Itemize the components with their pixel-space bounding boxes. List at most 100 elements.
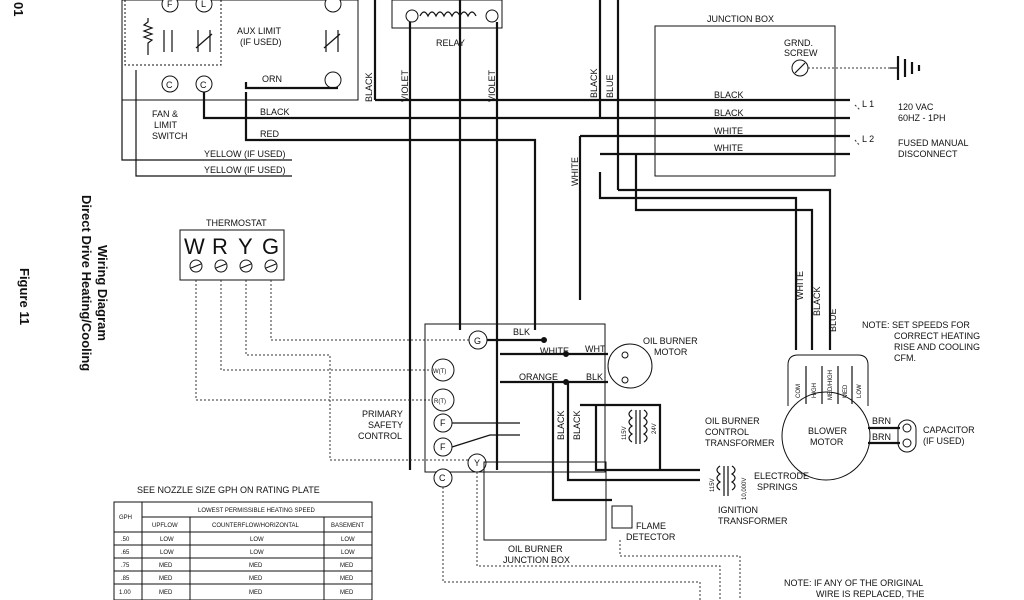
blower-med: MED bbox=[843, 384, 849, 398]
wire-black-l1-a: BLACK bbox=[714, 90, 744, 100]
table-cell: .75 bbox=[121, 563, 130, 569]
wire-white-g: WHITE bbox=[540, 346, 569, 356]
thermostat-y: Y bbox=[238, 234, 253, 259]
flame-detector: FLAME DETECTOR bbox=[611, 505, 676, 542]
blower-high: HIGH bbox=[812, 383, 818, 398]
wire-white-mid: WHITE bbox=[570, 157, 580, 186]
ign-label-2: TRANSFORMER bbox=[718, 516, 788, 526]
wire-blue-blower: BLUE bbox=[828, 308, 838, 332]
diagram-title: Wiring Diagram bbox=[95, 245, 110, 341]
jbox-label-2: JUNCTION BOX bbox=[503, 555, 570, 565]
note-wire-1: NOTE: IF ANY OF THE ORIGINAL bbox=[784, 578, 923, 588]
wire-black-left: BLACK bbox=[364, 72, 374, 102]
terminal-l bbox=[195, 0, 213, 13]
terminal-wt: W(T) bbox=[433, 369, 446, 375]
wire-orange: ORANGE bbox=[519, 372, 558, 382]
terminal-f2: F bbox=[440, 442, 446, 452]
fan-limit-label-2: LIMIT bbox=[154, 120, 178, 130]
table-cell: LOW bbox=[250, 550, 264, 556]
terminal-f1: F bbox=[440, 418, 446, 428]
terminal-f-label: F bbox=[167, 0, 173, 9]
flame-label-1: FLAME bbox=[636, 521, 666, 531]
ctl-label-2: CONTROL bbox=[705, 427, 749, 437]
nozzle-h-upflow: UPFLOW bbox=[152, 523, 178, 529]
oil-burner-jbox bbox=[483, 461, 607, 541]
terminal-c1-label: C bbox=[166, 80, 173, 90]
disconnect-label-2: DISCONNECT bbox=[898, 149, 958, 159]
wire-yellow-1: YELLOW (IF USED) bbox=[204, 149, 286, 159]
table-cell: LOW bbox=[160, 537, 174, 543]
note-speeds-3: RISE AND COOLING bbox=[894, 342, 980, 352]
ctl-label-1: OIL BURNER bbox=[705, 416, 760, 426]
blower-com: COM bbox=[796, 384, 802, 398]
table-cell: 1.00 bbox=[119, 590, 131, 596]
junction-box: JUNCTION BOX GRND. SCREW bbox=[654, 14, 921, 177]
electrode-label-2: SPRINGS bbox=[757, 482, 798, 492]
table-cell: MED bbox=[340, 576, 354, 582]
thermostat-g: G bbox=[262, 234, 279, 259]
terminal-g: G bbox=[474, 336, 481, 346]
jbox-label-1: OIL BURNER bbox=[508, 544, 563, 554]
wire-black: BLACK bbox=[260, 107, 290, 117]
figure-label: Figure 11 bbox=[17, 268, 32, 325]
note-wire-2: WIRE IS REPLACED, THE bbox=[816, 589, 924, 599]
l1-label: L 1 bbox=[862, 99, 874, 109]
electrode-label-1: ELECTRODE bbox=[754, 471, 809, 481]
burner-control-transformer: 115V 24V OIL BURNER CONTROL TRANSFORMER bbox=[622, 409, 775, 448]
capacitor-label-1: CAPACITOR bbox=[923, 425, 975, 435]
table-cell: MED bbox=[249, 563, 263, 569]
ign-115v: 115V bbox=[710, 478, 716, 492]
table-cell: MED bbox=[340, 590, 354, 596]
primary-safety-control: G W(T) R(T) F F Y C PRIMARY SAFETY CONTR… bbox=[358, 323, 700, 502]
blower-medhigh: MED/HIGH bbox=[828, 370, 834, 400]
ign-label-1: IGNITION bbox=[718, 505, 758, 515]
oil-motor-label-1: OIL BURNER bbox=[643, 336, 698, 346]
supply-label-2: 60HZ - 1PH bbox=[898, 113, 946, 123]
nozzle-caption: SEE NOZZLE SIZE GPH ON RATING PLATE bbox=[137, 485, 320, 495]
blower-label-1: BLOWER bbox=[808, 426, 848, 436]
ignition-transformer: 115V 10,000V ELECTRODE SPRINGS IGNITION … bbox=[710, 465, 809, 526]
wire-blue-mid: BLUE bbox=[605, 74, 615, 98]
ctl-24v: 24V bbox=[652, 423, 658, 434]
wire-violet-2: VIOLET bbox=[487, 69, 497, 102]
wire-blk-motor: BLK bbox=[586, 372, 603, 382]
oil-burner-motor: OIL BURNER MOTOR bbox=[607, 336, 698, 389]
ctl-label-3: TRANSFORMER bbox=[705, 438, 775, 448]
disconnect-label-1: FUSED MANUAL bbox=[898, 138, 969, 148]
wire-black-c2: BLACK bbox=[572, 410, 582, 440]
primary-label-2: SAFETY bbox=[368, 420, 403, 430]
table-row: .85 MED MED MED bbox=[121, 576, 354, 582]
nozzle-h-counter: COUNTERFLOW/HORIZONTAL bbox=[212, 523, 300, 529]
page-corner-number: 01 bbox=[11, 2, 26, 16]
nozzle-h-basement: BASEMENT bbox=[331, 523, 364, 529]
wire-wht-motor: WHT bbox=[585, 344, 606, 354]
wire-yellow-2: YELLOW (IF USED) bbox=[204, 165, 286, 175]
ctl-115v: 115V bbox=[622, 426, 628, 440]
note-speeds-4: CFM. bbox=[894, 353, 916, 363]
wire-red: RED bbox=[260, 129, 280, 139]
wire-white-l2-b: WHITE bbox=[714, 143, 743, 153]
primary-label-1: PRIMARY bbox=[362, 409, 403, 419]
wire-black-l1-b: BLACK bbox=[714, 108, 744, 118]
table-cell: MED bbox=[159, 590, 173, 596]
terminal-c2-label: C bbox=[200, 80, 207, 90]
relay-label: RELAY bbox=[436, 38, 465, 48]
diagram-subtitle: Direct Drive Heating/Cooling bbox=[79, 195, 94, 371]
table-cell: .65 bbox=[121, 550, 130, 556]
terminal-l-label: L bbox=[201, 0, 206, 9]
note-speeds-1: NOTE: SET SPEEDS FOR bbox=[862, 320, 970, 330]
nozzle-group-header: LOWEST PERMISSIBLE HEATING SPEED bbox=[198, 508, 315, 514]
wire-black-c1: BLACK bbox=[556, 410, 566, 440]
fan-limit-switch: F L C C AUX LIMIT (IF USED) FAN & LIMIT … bbox=[121, 0, 359, 141]
table-cell: MED bbox=[249, 576, 263, 582]
capacitor-label-2: (IF USED) bbox=[923, 436, 965, 446]
fan-limit-label-1: FAN & bbox=[152, 109, 178, 119]
ign-10000v: 10,000V bbox=[742, 478, 748, 500]
flame-label-2: DETECTOR bbox=[626, 532, 676, 542]
wire-black-mid: BLACK bbox=[589, 68, 599, 98]
terminal-rt: R(T) bbox=[434, 399, 446, 405]
wire-brn-2: BRN bbox=[872, 432, 891, 442]
main-wiring bbox=[121, 0, 850, 470]
supply-label-1: 120 VAC bbox=[898, 102, 934, 112]
